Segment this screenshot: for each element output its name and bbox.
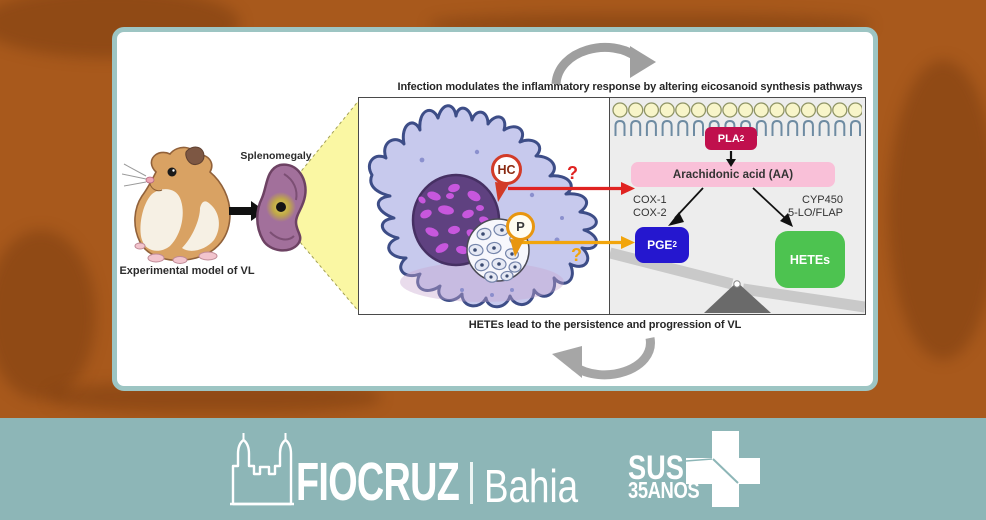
cyp450-label: CYP450 — [802, 194, 843, 206]
down-arrow-icon — [726, 151, 736, 167]
5lo-flap-label: 5-LO/FLAP — [787, 207, 843, 219]
cycle-arrow-top-icon — [551, 42, 656, 85]
sus-wordmark: SUS — [628, 449, 684, 487]
hc-pin: HC — [491, 154, 522, 185]
red-question-mark: ? — [567, 163, 578, 183]
orange-question-mark: ? — [571, 245, 582, 265]
fiocruz-wordmark: FIOCRUZ — [296, 452, 460, 512]
branch-arrows-icon — [668, 187, 793, 227]
fiocruz-castle-icon — [230, 433, 294, 506]
top-caption: Infection modulates the inflammatory res… — [397, 81, 863, 93]
cox1-label: COX-1 — [633, 194, 667, 206]
spleen-illustration — [256, 163, 307, 252]
footer-banner — [0, 418, 986, 520]
bahia-wordmark: Bahia — [484, 460, 579, 512]
p-pin: P — [506, 212, 535, 241]
pge2-subscript: 2 — [672, 240, 677, 249]
hamster-illustration — [122, 146, 231, 264]
background-texture — [888, 60, 986, 360]
sus-anos-wordmark: 35ANOS — [628, 477, 700, 503]
sus-cross-icon — [686, 431, 760, 507]
hc-pin-tail-icon — [495, 182, 509, 202]
p-pin-tail-icon — [510, 239, 524, 257]
cycle-arrow-bottom-icon — [552, 337, 655, 380]
spleen-label: Splenomegaly — [240, 150, 312, 162]
cox-enzymes-label: COX-1 COX-2 — [633, 194, 693, 220]
macrophage-illustration — [367, 104, 598, 309]
cyp-enzymes-label: CYP450 5-LO/FLAP — [770, 194, 843, 220]
pge2-label: PGE — [647, 238, 673, 252]
pla2-label: PLA — [717, 132, 740, 145]
logo-divider — [470, 462, 473, 504]
hetes-box: HETEs — [775, 231, 845, 288]
red-question-arrow-icon — [508, 182, 635, 195]
zoom-cone — [294, 98, 360, 314]
cox2-label: COX-2 — [633, 207, 667, 219]
orange-question-arrow-icon — [512, 236, 635, 249]
pla2-subscript: 2 — [739, 133, 745, 143]
background-texture — [0, 230, 96, 400]
arachidonic-acid-box: Arachidonic acid (AA) — [631, 162, 835, 187]
bottom-caption: HETEs lead to the persistence and progre… — [468, 319, 742, 331]
seesaw-balance — [610, 247, 865, 313]
model-label: Experimental model of VL — [119, 265, 255, 277]
